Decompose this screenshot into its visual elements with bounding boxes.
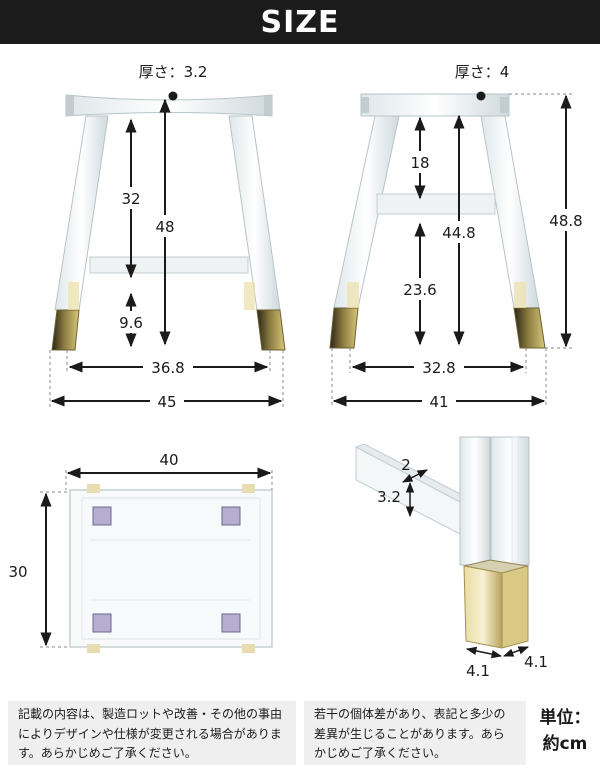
side-crossbar (376, 193, 496, 215)
detail-leg-right (490, 436, 530, 566)
detail-leg-a-label: 4.1 (466, 662, 490, 680)
front-thickness-dot (168, 91, 178, 101)
detail-leg-left (459, 436, 491, 566)
front-thickness-label: 厚さ：3.2 (139, 63, 208, 81)
side-upper-label: 18 (410, 154, 429, 172)
side-mid-height-label: 44.8 (442, 224, 475, 242)
detail-view: 2 3.2 4.1 4.1 (354, 436, 548, 680)
detail-leg-a-arrow (465, 646, 503, 659)
front-inner-height-label: 32 (121, 190, 140, 208)
side-total-height-label: 48.8 (549, 212, 582, 230)
front-inner-width-label: 36.8 (151, 359, 184, 377)
detail-bar-height-label: 3.2 (377, 488, 401, 506)
front-right-cap (256, 309, 286, 351)
top-view: 40 30 (8, 451, 273, 653)
disclaimer-text-left: 記載の内容は、製造ロットや改善・その他の事由によりデザインや仕様が変更される場合… (18, 707, 283, 760)
top-depth-label: 30 (8, 563, 27, 581)
front-total-width-label: 45 (157, 393, 176, 411)
front-left-cap (51, 309, 80, 351)
dimension-drawing: 厚さ：3.2 32 48 9.6 36.8 45 (8, 63, 586, 680)
side-left-cap (329, 307, 359, 349)
top-width-label: 40 (159, 451, 178, 469)
front-crossbar (89, 256, 249, 274)
disclaimer-box-left: 記載の内容は、製造ロットや改善・その他の事由によりデザインや仕様が変更される場合… (8, 701, 296, 765)
front-total-height-label: 48 (155, 218, 174, 236)
detail-brass-cap (463, 565, 503, 649)
front-view: 厚さ：3.2 32 48 9.6 36.8 45 (49, 63, 286, 411)
top-leg-marks (87, 484, 255, 653)
side-thickness-dot (476, 91, 486, 101)
section-title: SIZE (260, 4, 340, 40)
front-foot-height-label: 9.6 (119, 314, 143, 332)
detail-bar-thickness-arrow (402, 469, 428, 483)
section-header: SIZE (0, 0, 600, 44)
side-view: 厚さ：4 18 23.6 44.8 48.8 32.8 41 (329, 63, 586, 411)
side-total-width-label: 41 (429, 393, 448, 411)
front-left-leg (54, 115, 109, 311)
detail-leg-b-label: 4.1 (524, 653, 548, 671)
disclaimer-box-right: 若干の個体差があり、表記と多少の差異が生じることがあります。あらかじめご了承くだ… (304, 701, 526, 765)
front-right-leg (228, 115, 281, 311)
detail-leg-b-arrow (503, 646, 529, 657)
unit-label: 単位： (539, 708, 591, 728)
unit-value: 約cm (542, 734, 588, 754)
unit-indicator: 単位： 約cm (533, 705, 597, 757)
side-seat (360, 93, 510, 117)
side-lower-label: 23.6 (403, 281, 436, 299)
side-inner-width-label: 32.8 (422, 359, 455, 377)
front-seat (65, 94, 273, 117)
side-right-cap (513, 307, 546, 349)
side-thickness-label: 厚さ：4 (455, 63, 510, 81)
detail-bar-thickness-label: 2 (401, 456, 411, 474)
disclaimer-text-right: 若干の個体差があり、表記と多少の差異が生じることがあります。あらかじめご了承くだ… (314, 707, 506, 760)
